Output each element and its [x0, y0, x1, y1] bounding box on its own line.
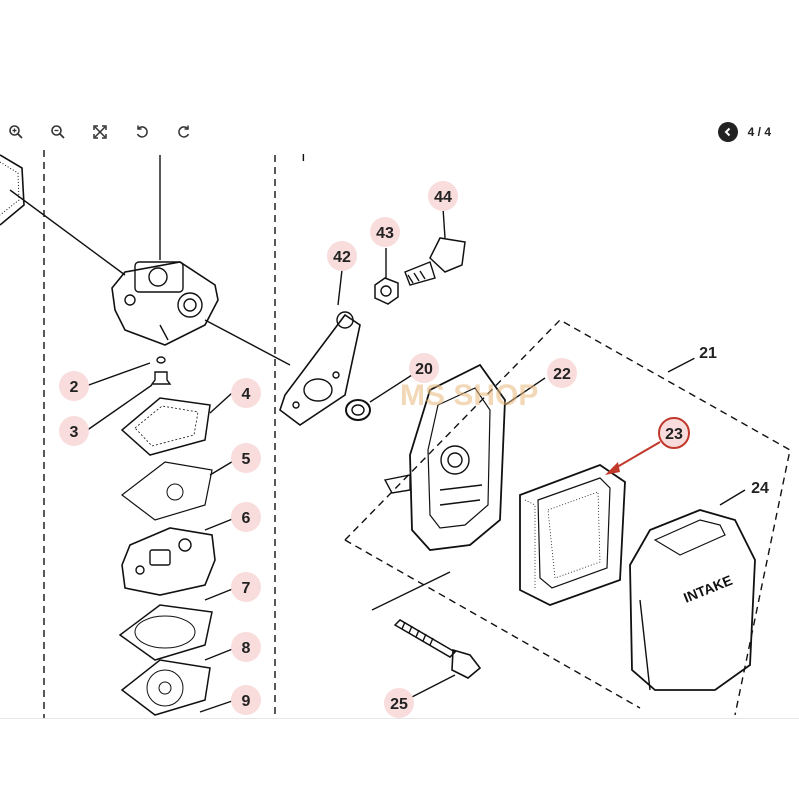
zoom-in-icon — [9, 125, 23, 139]
intake-label: INTAKE — [681, 572, 734, 606]
callout-24: 24 — [745, 472, 775, 502]
svg-text:25: 25 — [390, 696, 408, 713]
callout-21: 21 — [693, 337, 723, 367]
svg-text:9: 9 — [242, 693, 251, 710]
callout-5: 5 — [231, 443, 261, 473]
diagram-mark: I — [302, 153, 305, 164]
parts-diagram: INTAKE I MS SHOP 2 3 4 5 — [0, 150, 791, 718]
previous-page-button[interactable] — [717, 122, 738, 142]
stud-44 — [404, 237, 466, 286]
washer-20 — [345, 399, 371, 421]
callout-20: 20 — [409, 353, 439, 383]
gasket-4 — [120, 397, 211, 456]
fullscreen-icon — [93, 125, 107, 139]
svg-text:3: 3 — [70, 424, 79, 441]
svg-text:4: 4 — [242, 386, 251, 403]
svg-text:42: 42 — [333, 249, 351, 266]
svg-text:20: 20 — [415, 361, 433, 378]
svg-text:23: 23 — [665, 426, 683, 443]
fullscreen-button[interactable] — [88, 120, 112, 144]
filter-element-23 — [519, 463, 626, 606]
svg-text:22: 22 — [553, 366, 571, 383]
carburetor — [111, 261, 219, 346]
callout-3: 3 — [59, 416, 89, 446]
svg-text:6: 6 — [242, 510, 251, 527]
pump-body-6 — [121, 527, 216, 596]
page-indicator: 4 / 4 — [747, 125, 771, 139]
svg-text:44: 44 — [434, 189, 452, 206]
callout-9: 9 — [231, 685, 261, 715]
o-ring-2 — [156, 356, 166, 364]
gasket-5 — [121, 461, 213, 521]
air-cleaner-cover-24 — [629, 509, 756, 691]
callout-44: 44 — [428, 181, 458, 211]
gasket-partial — [0, 154, 25, 226]
chevron-left-icon — [724, 127, 730, 137]
viewer-toolbar: 4 / 4 — [0, 118, 799, 146]
svg-text:21: 21 — [699, 345, 717, 362]
callout-42: 42 — [327, 241, 357, 271]
callout-23: 23 — [658, 417, 690, 449]
bolt-25 — [393, 619, 482, 679]
zoom-out-button[interactable] — [46, 120, 70, 144]
svg-text:24: 24 — [751, 480, 769, 497]
svg-text:2: 2 — [70, 379, 79, 396]
rotate-left-button[interactable] — [130, 120, 154, 144]
rotate-right-icon — [178, 125, 190, 138]
watermark-text: MS SHOP — [400, 379, 538, 412]
callout-22: 22 — [547, 358, 577, 388]
callout-2: 2 — [59, 371, 89, 401]
highlight-arrow — [611, 441, 661, 471]
callout-43: 43 — [370, 217, 400, 247]
zoom-out-icon — [51, 125, 65, 139]
viewer-bottom-border — [0, 718, 799, 719]
callout-7: 7 — [231, 572, 261, 602]
diaphragm-7 — [118, 604, 213, 661]
callout-4: 4 — [231, 378, 261, 408]
diaphragm-8 — [120, 659, 211, 716]
rotate-right-button[interactable] — [172, 120, 196, 144]
svg-text:7: 7 — [242, 580, 251, 597]
svg-text:5: 5 — [242, 451, 251, 468]
air-cleaner-base-22 — [383, 363, 506, 551]
pagination: 4 / 4 — [717, 120, 771, 144]
svg-text:43: 43 — [376, 225, 394, 242]
screw-3 — [150, 371, 172, 385]
callout-8: 8 — [231, 632, 261, 662]
callout-25: 25 — [384, 688, 414, 718]
zoom-in-button[interactable] — [4, 120, 28, 144]
callout-6: 6 — [231, 502, 261, 532]
svg-text:8: 8 — [242, 640, 251, 657]
nut-43 — [374, 277, 399, 305]
rotate-left-icon — [136, 125, 148, 138]
insulator-plate-42 — [279, 311, 361, 426]
callouts: 2 3 4 5 6 7 8 — [59, 181, 775, 718]
